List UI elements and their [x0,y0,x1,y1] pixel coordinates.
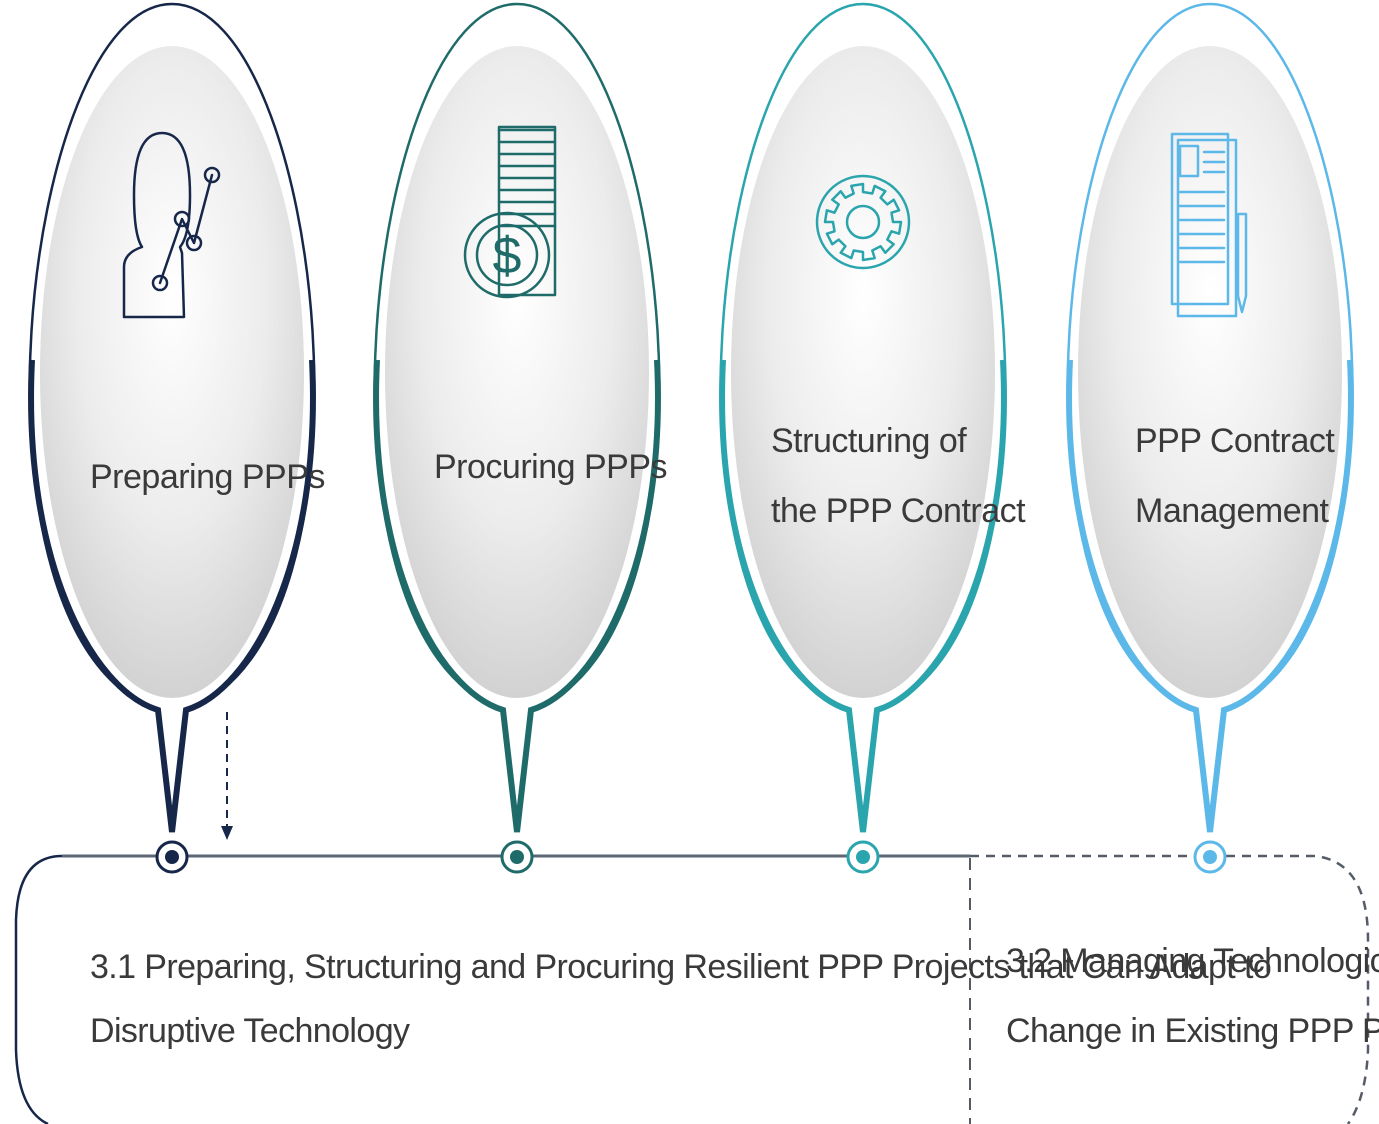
bubble-rim [719,359,1007,833]
section-3-2: 3.2 Managing Technological Change in Exi… [1006,942,1379,1050]
section-3-2-label-line-2: Change in Existing PPP Projects [1006,1012,1379,1050]
contract-document-icon [1170,132,1248,318]
person-chart-icon [122,131,221,319]
timeline-node-dot [1203,850,1217,864]
section-3-1-outline [14,854,970,1124]
timeline-node-dot [510,850,524,864]
section-3-1-label-line-2: Disruptive Technology [90,1012,410,1050]
stage-label-2-line-1: Procuring PPPs [434,448,667,486]
bubble-disc [40,46,304,698]
section-3-2-label-line-1: 3.2 Managing Technological [1006,942,1379,980]
section-3-2-outline [970,854,1370,1124]
section-3-1-label-line-1: 3.1 Preparing, Structuring and Procuring… [90,948,1271,986]
stage-bubble-2: $ Procuring PPPs [373,2,668,874]
arrow-head-icon [221,826,233,840]
section-3-1: 3.1 Preparing, Structuring and Procuring… [90,948,1272,1050]
bubble-disc [1078,46,1342,698]
timeline-node-dot [856,850,870,864]
gear-icon [815,174,911,270]
timeline-node-dot [165,850,179,864]
stage-label-1-line-1: Preparing PPPs [90,458,325,496]
stage-label-3-line-1: Structuring of [771,422,967,460]
bubble-rim [28,359,316,833]
bubble-rim [1066,359,1354,833]
dollar-coins-icon: $ [463,125,557,299]
bubble-disc [385,46,649,698]
timeline-track [14,712,1370,1124]
stage-label-3-line-2: the PPP Contract [771,492,1026,530]
stage-bubble-1: Preparing PPPs [28,2,325,874]
bubble-disc [731,46,995,698]
bubble-rim [373,359,661,833]
stage-label-4-line-2: Management [1135,492,1330,530]
svg-text:$: $ [493,227,522,285]
stage-bubble-3: Structuring of the PPP Contract [719,2,1027,874]
stage-label-4-line-1: PPP Contract [1135,422,1335,460]
